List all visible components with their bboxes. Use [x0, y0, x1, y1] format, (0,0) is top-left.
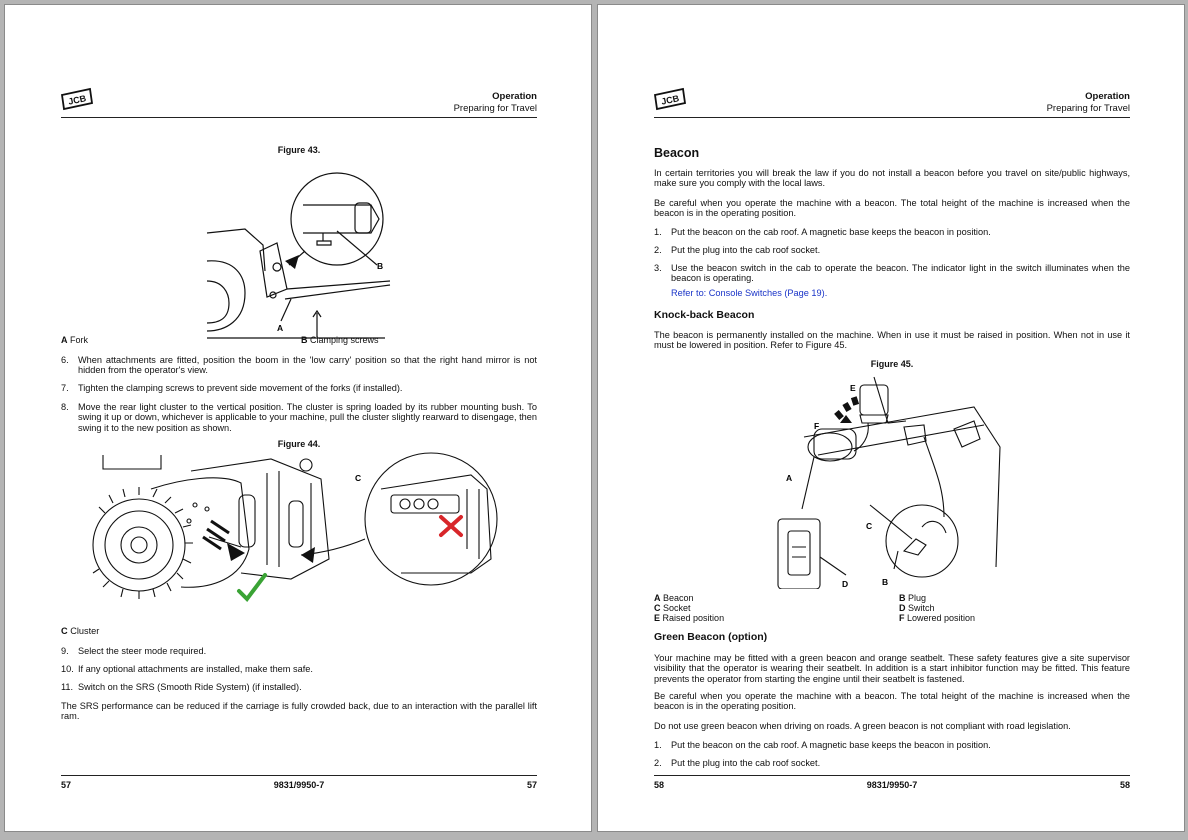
svg-text:A: A — [786, 473, 792, 483]
svg-text:B: B — [882, 577, 888, 587]
page-header: Operation Preparing for Travel — [454, 91, 537, 115]
legend-item-fork: A Fork — [61, 335, 89, 345]
footer-page-number-right: 58 — [1119, 780, 1130, 790]
refer-console-switches-link[interactable]: Refer to: Console Switches (Page 19). — [671, 288, 828, 298]
beacon-heading: Beacon — [654, 146, 700, 160]
svg-text:JCB: JCB — [660, 93, 680, 107]
legend-item-beacon: A Beacon — [654, 593, 694, 603]
beacon-step-3: 3.Use the beacon switch in the cab to op… — [654, 263, 1130, 284]
step-10: 10.If any optional attachments are insta… — [61, 664, 313, 674]
footer-page-number-left: 58 — [654, 780, 665, 790]
footer-page-number-right: 57 — [526, 780, 537, 790]
cross-icon — [439, 515, 463, 537]
svg-text:E: E — [850, 383, 856, 393]
header-subsection: Preparing for Travel — [1046, 103, 1130, 114]
check-icon — [237, 573, 267, 603]
figure-43-title: Figure 43. — [277, 145, 321, 155]
legend-item-cluster: C Cluster — [61, 626, 100, 636]
step-6: 6.When attachments are fitted, position … — [61, 355, 537, 376]
footer-rule — [654, 775, 1130, 776]
legend-item-lowered-position: F Lowered position — [899, 613, 976, 623]
beacon-para-1: In certain territories you will break th… — [654, 168, 1130, 189]
svg-text:F: F — [814, 421, 819, 431]
beacon-step-2: 2.Put the plug into the cab roof socket. — [654, 245, 821, 255]
step-7: 7.Tighten the clamping screws to prevent… — [61, 383, 403, 393]
svg-text:A: A — [277, 323, 283, 333]
header-section: Operation — [492, 91, 537, 102]
figure-45-title: Figure 45. — [870, 359, 914, 369]
legend-item-socket: C Socket — [654, 603, 691, 613]
page-footer: 57 9831/9950-7 57 — [61, 780, 537, 790]
footer-document-number: 9831/9950-7 — [273, 780, 325, 790]
figure-44-title-block: Figure 44. — [61, 439, 537, 449]
green-beacon-step-1: 1.Put the beacon on the cab roof. A magn… — [654, 740, 991, 750]
green-beacon-heading: Green Beacon (option) — [654, 631, 768, 643]
legend-item-plug: B Plug — [899, 593, 927, 603]
header-rule — [654, 117, 1130, 118]
legend-item-raised-position: E Raised position — [654, 613, 725, 623]
figure-44-light-cluster-diagram: C — [92, 452, 498, 603]
svg-text:C: C — [866, 521, 872, 531]
knockback-para: The beacon is permanently installed on t… — [654, 330, 1130, 351]
green-beacon-para-3: Do not use green beacon when driving on … — [654, 721, 1071, 731]
header-section: Operation — [1085, 91, 1130, 102]
svg-text:C: C — [355, 473, 361, 483]
green-beacon-para-2: Be careful when you operate the machine … — [654, 691, 1130, 712]
jcb-logo-icon: JCB — [60, 87, 94, 111]
step-11: 11.Switch on the SRS (Smooth Ride System… — [61, 682, 302, 692]
manual-page-57: JCB Operation Preparing for Travel Figur… — [4, 4, 592, 832]
page-header: Operation Preparing for Travel — [1047, 91, 1130, 115]
figure-43-legend: A Fork B Clamping screws — [61, 335, 537, 345]
green-beacon-step-2: 2.Put the plug into the cab roof socket. — [654, 758, 821, 768]
figure-44-title: Figure 44. — [277, 439, 321, 449]
srs-note: The SRS performance can be reduced if th… — [61, 701, 537, 722]
figure-44-legend: C Cluster — [61, 626, 537, 636]
svg-text:JCB: JCB — [67, 93, 87, 107]
green-beacon-para-1: Your machine may be fitted with a green … — [654, 653, 1130, 684]
knockback-beacon-heading: Knock-back Beacon — [654, 309, 755, 321]
jcb-logo-icon: JCB — [653, 87, 687, 111]
svg-text:D: D — [842, 579, 848, 589]
footer-document-number: 9831/9950-7 — [866, 780, 918, 790]
figure-45-beacon-diagram: E F A C B D — [777, 376, 1001, 589]
footer-page-number-left: 57 — [61, 780, 72, 790]
manual-page-58: JCB Operation Preparing for Travel Beaco… — [597, 4, 1185, 832]
page-footer: 58 9831/9950-7 58 — [654, 780, 1130, 790]
step-9: 9.Select the steer mode required. — [61, 646, 207, 656]
footer-rule — [61, 775, 537, 776]
svg-text:B: B — [377, 261, 383, 271]
beacon-para-2: Be careful when you operate the machine … — [654, 198, 1130, 219]
header-subsection: Preparing for Travel — [453, 103, 537, 114]
figure-43-fork-diagram: B A — [206, 172, 391, 339]
legend-item-clamping-screws: B Clamping screws — [301, 335, 379, 345]
beacon-step-1: 1.Put the beacon on the cab roof. A magn… — [654, 227, 991, 237]
step-8: 8.Move the rear light cluster to the ver… — [61, 402, 537, 433]
legend-item-switch: D Switch — [899, 603, 935, 613]
header-rule — [61, 117, 537, 118]
figure-43-title-block: Figure 43. — [61, 145, 537, 155]
figure-45-title-block: Figure 45. — [654, 359, 1130, 369]
figure-45-legend: A Beacon C Socket E Raised position B Pl… — [654, 593, 1130, 623]
